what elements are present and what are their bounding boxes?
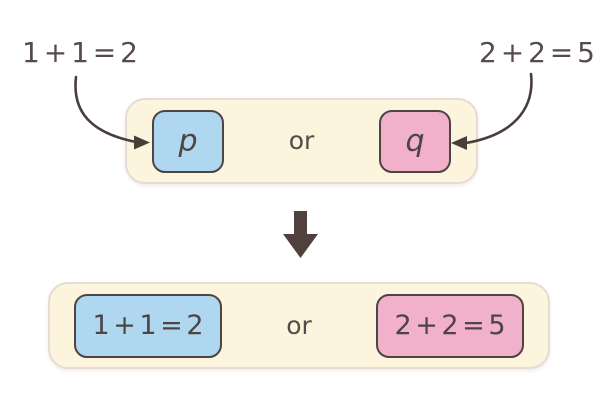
left-equation-label: 1 + 1 = 2 — [22, 36, 138, 69]
down-arrow-icon — [283, 211, 318, 258]
or-connector-bottom: or — [286, 310, 312, 340]
right-equation-box: 2 + 2 = 5 — [376, 293, 524, 358]
abstract-statement-container: p or q — [125, 98, 478, 184]
p-variable-box: p — [152, 109, 224, 173]
q-variable-label: q — [405, 123, 425, 159]
substituted-statement-container: 1 + 1 = 2 or 2 + 2 = 5 — [48, 282, 550, 369]
p-variable-label: p — [178, 123, 198, 159]
q-variable-box: q — [379, 109, 451, 173]
left-equation-box-label: 1 + 1 = 2 — [92, 310, 204, 341]
left-equation-box: 1 + 1 = 2 — [74, 293, 222, 358]
right-equation-label: 2 + 2 = 5 — [479, 36, 595, 69]
right-equation-box-label: 2 + 2 = 5 — [394, 310, 506, 341]
or-connector-top: or — [288, 125, 315, 155]
